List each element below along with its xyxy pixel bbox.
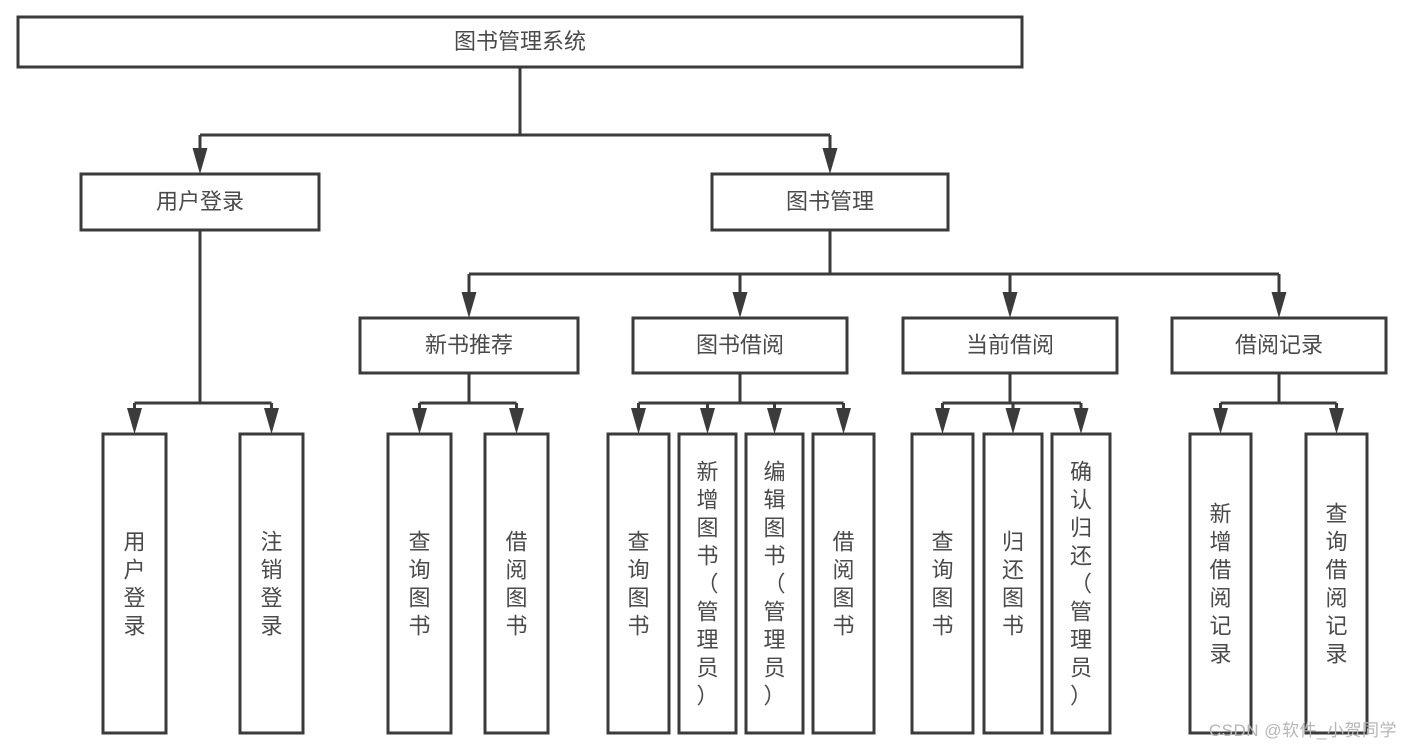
arrow-head-icon bbox=[767, 408, 782, 434]
node-box bbox=[358, 316, 580, 375]
node-box bbox=[606, 432, 671, 735]
node-label: 图书管理 bbox=[786, 189, 874, 214]
arrow-head-icon bbox=[461, 292, 477, 318]
node-bookmgmt[interactable]: 图书管理 bbox=[710, 172, 950, 232]
arrow-head-icon bbox=[1213, 408, 1228, 434]
node-leaf_nb_query[interactable]: 查询图书 bbox=[386, 432, 453, 735]
arrow-head-icon bbox=[412, 408, 427, 434]
node-label: 用户登录 bbox=[156, 189, 244, 214]
node-label: 查询图书 bbox=[408, 529, 430, 638]
node-label: 借阅图书 bbox=[832, 529, 854, 638]
node-leaf_r_add[interactable]: 新增借阅记录 bbox=[1188, 432, 1253, 735]
node-box bbox=[386, 432, 453, 735]
arrow-head-icon bbox=[1005, 408, 1021, 434]
arrow-head-icon bbox=[732, 292, 748, 318]
node-leaf_c_confirm[interactable]: 确认归还（管理员） bbox=[1050, 432, 1112, 735]
node-box bbox=[631, 316, 849, 375]
node-box bbox=[710, 172, 950, 232]
arrow-head-icon bbox=[127, 408, 142, 434]
arrow-head-icon bbox=[1271, 292, 1287, 318]
node-leaf_c_return[interactable]: 归还图书 bbox=[982, 432, 1044, 735]
node-leaf_nb_borrow[interactable]: 借阅图书 bbox=[483, 432, 550, 735]
node-current[interactable]: 当前借阅 bbox=[901, 316, 1119, 375]
node-box bbox=[811, 432, 876, 735]
node-label: 查询借阅记录 bbox=[1325, 501, 1347, 666]
arrow-head-icon bbox=[1073, 408, 1089, 434]
arrow-head-icon bbox=[509, 408, 524, 434]
node-label: 新增借阅记录 bbox=[1209, 501, 1231, 666]
node-label: 查询图书 bbox=[627, 529, 649, 638]
node-box bbox=[483, 432, 550, 735]
connector-layer bbox=[127, 67, 1344, 434]
node-root[interactable]: 图书管理系统 bbox=[16, 15, 1024, 69]
node-box bbox=[1050, 432, 1112, 735]
node-layer: 图书管理系统用户登录图书管理新书推荐图书借阅当前借阅借阅记录用户登录注销登录查询… bbox=[16, 15, 1388, 735]
arrow-head-icon bbox=[836, 408, 851, 434]
node-label: 确认归还（管理员） bbox=[1070, 459, 1092, 708]
node-box bbox=[238, 432, 305, 735]
node-box bbox=[901, 316, 1119, 375]
node-leaf_b_add[interactable]: 新增图书（管理员） bbox=[677, 432, 738, 735]
node-box bbox=[910, 432, 975, 735]
node-box bbox=[101, 432, 168, 735]
node-box bbox=[1170, 316, 1388, 375]
node-leaf_b_query[interactable]: 查询图书 bbox=[606, 432, 671, 735]
node-newbook[interactable]: 新书推荐 bbox=[358, 316, 580, 375]
arrow-head-icon bbox=[935, 408, 950, 434]
node-leaf_user_logout[interactable]: 注销登录 bbox=[238, 432, 305, 735]
node-label: 当前借阅 bbox=[966, 332, 1054, 357]
arrow-head-icon bbox=[192, 148, 208, 174]
node-borrow[interactable]: 图书借阅 bbox=[631, 316, 849, 375]
node-leaf_user_login[interactable]: 用户登录 bbox=[101, 432, 168, 735]
arrow-head-icon bbox=[1002, 292, 1018, 318]
node-label: 用户登录 bbox=[123, 529, 145, 638]
node-records[interactable]: 借阅记录 bbox=[1170, 316, 1388, 375]
node-label: 新书推荐 bbox=[425, 332, 513, 357]
arrow-head-icon bbox=[1329, 408, 1344, 434]
node-label: 新增图书（管理员） bbox=[696, 459, 718, 708]
node-leaf_r_query[interactable]: 查询借阅记录 bbox=[1304, 432, 1369, 735]
node-label: 图书管理系统 bbox=[454, 29, 586, 54]
node-leaf_b_borrow[interactable]: 借阅图书 bbox=[811, 432, 876, 735]
node-box bbox=[16, 15, 1024, 69]
node-leaf_b_edit[interactable]: 编辑图书（管理员） bbox=[744, 432, 805, 735]
node-box bbox=[677, 432, 738, 735]
node-label: 归还图书 bbox=[1002, 529, 1024, 638]
node-box bbox=[79, 172, 321, 232]
node-box bbox=[744, 432, 805, 735]
node-label: 注销登录 bbox=[260, 529, 282, 638]
arrow-head-icon bbox=[822, 148, 838, 174]
node-label: 编辑图书（管理员） bbox=[763, 459, 785, 708]
node-label: 借阅记录 bbox=[1235, 332, 1323, 357]
node-box bbox=[982, 432, 1044, 735]
node-login[interactable]: 用户登录 bbox=[79, 172, 321, 232]
node-label: 查询图书 bbox=[931, 529, 953, 638]
arrow-head-icon bbox=[700, 408, 715, 434]
node-box bbox=[1188, 432, 1253, 735]
arrow-head-icon bbox=[264, 408, 279, 434]
arrow-head-icon bbox=[631, 408, 646, 434]
node-label: 图书借阅 bbox=[696, 332, 784, 357]
node-leaf_c_query[interactable]: 查询图书 bbox=[910, 432, 975, 735]
node-label: 借阅图书 bbox=[505, 529, 527, 638]
node-box bbox=[1304, 432, 1369, 735]
